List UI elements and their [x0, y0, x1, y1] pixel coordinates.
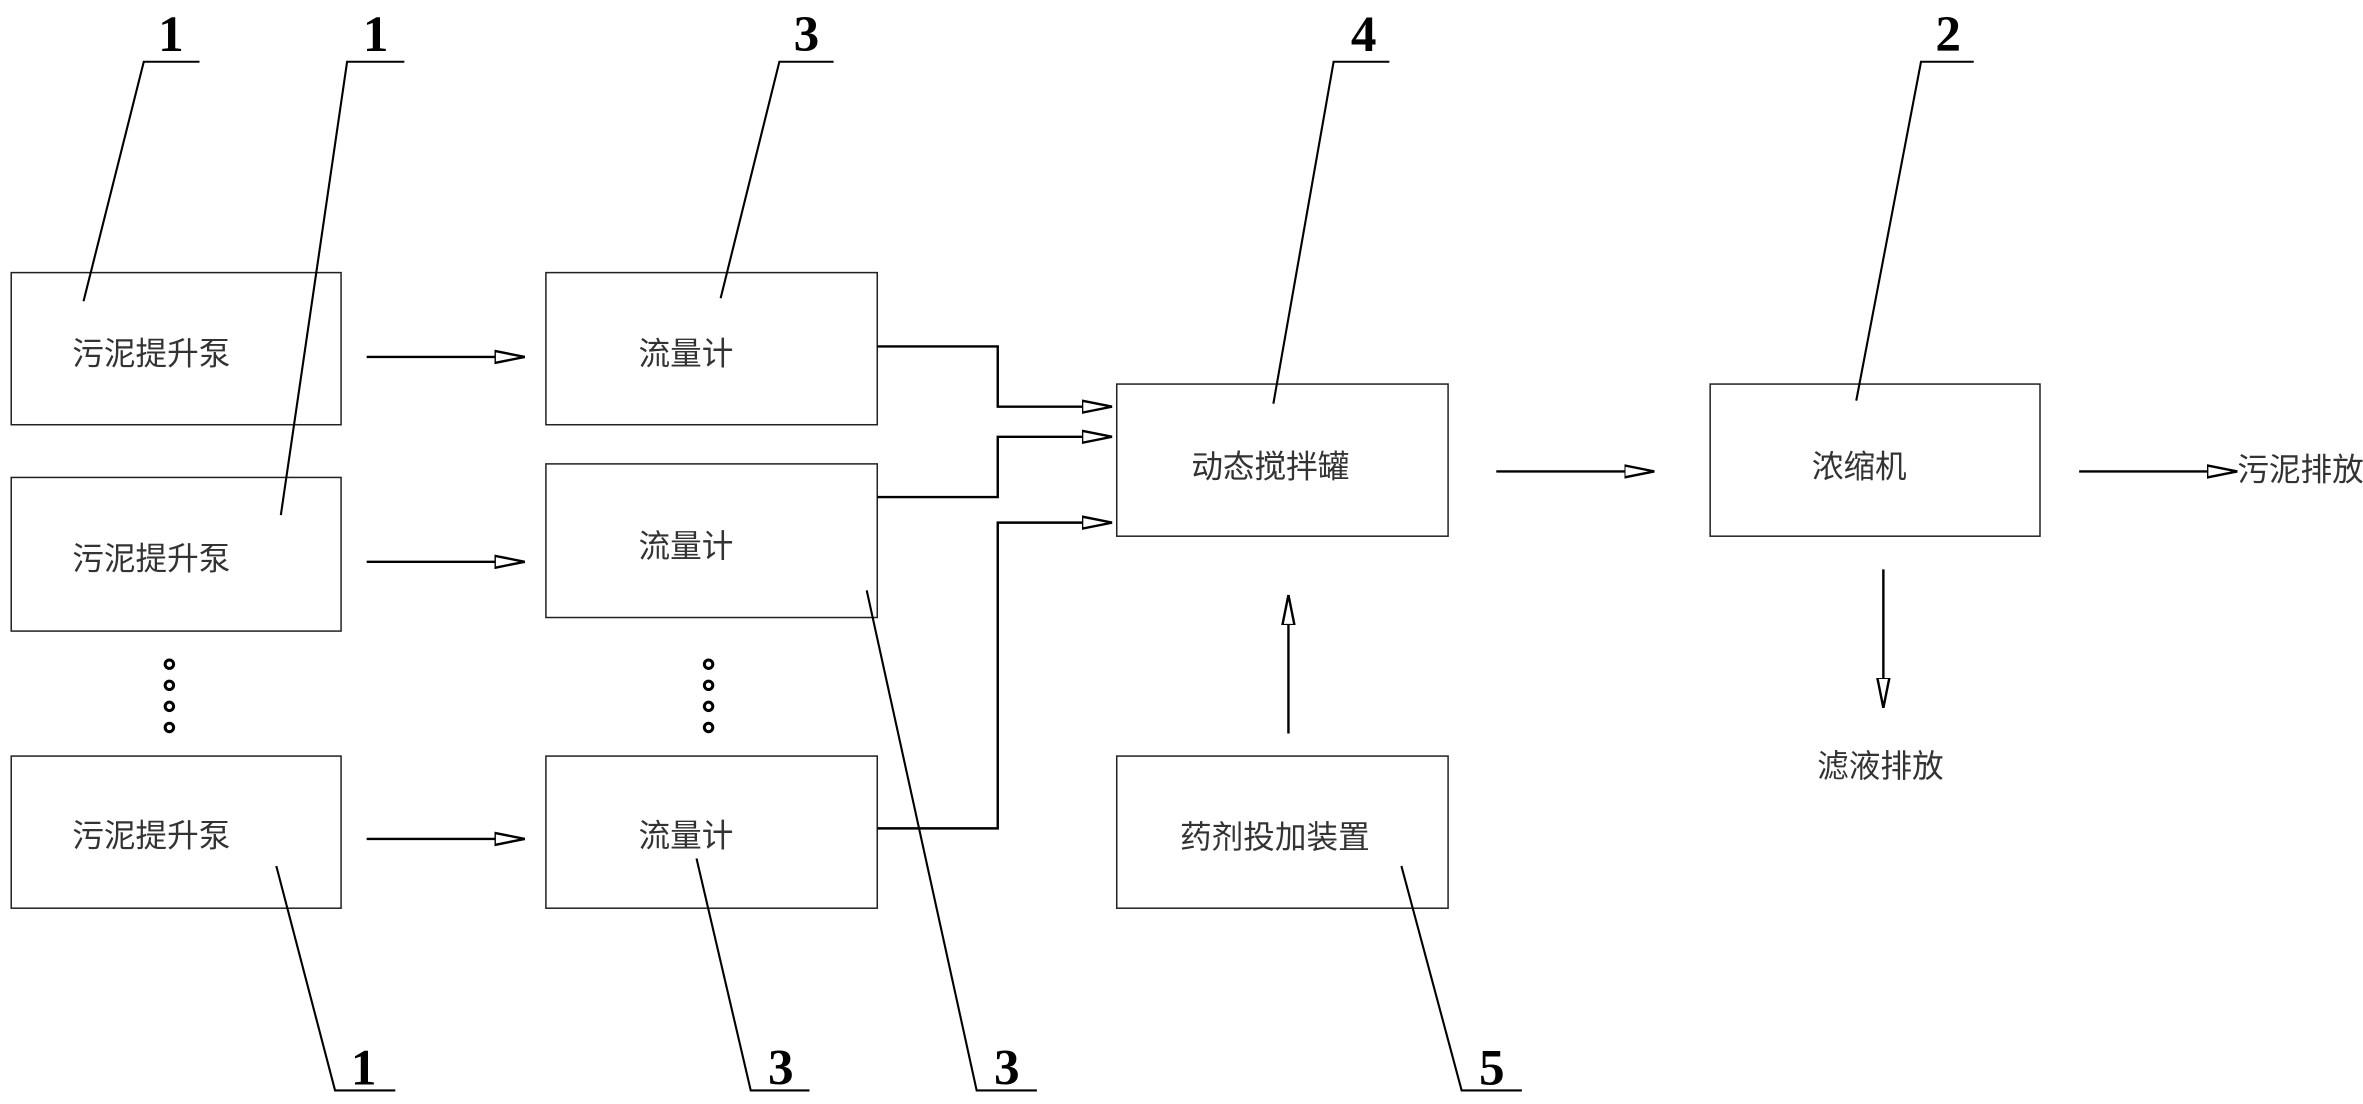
mixer-block: 动态搅拌罐: [1115, 383, 1449, 537]
flowmeter-label: 流量计: [639, 818, 734, 854]
concentrator-block: 浓缩机: [1709, 383, 2041, 537]
ref-numeral: 2: [1935, 6, 1961, 63]
dosing-label: 药剂投加装置: [1180, 820, 1370, 856]
ref-numeral: 3: [768, 1039, 794, 1096]
pump-label: 污泥提升泵: [72, 336, 230, 372]
ref-mixer: 4: [1272, 6, 1390, 404]
flowmeter-ellipsis: [702, 658, 715, 734]
pump-ellipsis: [163, 658, 176, 734]
pump-label: 污泥提升泵: [72, 818, 230, 854]
pump-block-2: 污泥提升泵: [10, 476, 342, 632]
ref-pump-top-2: 1: [279, 6, 405, 516]
ref-concentrator: 2: [1855, 6, 1974, 401]
ref-pump-top-1: 1: [82, 6, 200, 302]
pump-label: 污泥提升泵: [72, 541, 230, 577]
ref-flowmeter-bottom-1: 3: [695, 858, 810, 1096]
ref-numeral: 4: [1351, 6, 1377, 63]
ref-numeral: 3: [794, 6, 820, 63]
flowmeter-block-2: 流量计: [545, 463, 879, 619]
ref-numeral: 1: [158, 6, 184, 63]
flowmeter-block-1: 流量计: [545, 271, 879, 426]
flowmeter-block-n: 流量计: [545, 755, 879, 909]
ref-numeral: 1: [351, 1039, 377, 1096]
mixer-label: 动态搅拌罐: [1191, 449, 1349, 485]
ref-numeral: 1: [363, 6, 389, 63]
pipe-flowmeter2-to-mixer: [877, 437, 1113, 499]
flowmeter-label: 流量计: [639, 336, 734, 372]
pipe-flowmetern-to-mixer: [877, 523, 1113, 830]
pump-block-1: 污泥提升泵: [10, 271, 342, 426]
ref-numeral: 5: [1479, 1039, 1505, 1096]
flowmeter-label: 流量计: [639, 529, 734, 565]
concentrator-label: 浓缩机: [1812, 449, 1907, 485]
ref-pump-bottom: 1: [275, 865, 396, 1096]
sludge-discharge-label: 污泥排放: [2237, 452, 2363, 488]
pump-block-n: 污泥提升泵: [10, 755, 342, 909]
dosing-block: 药剂投加装置: [1115, 755, 1449, 909]
ref-numeral: 3: [994, 1039, 1020, 1096]
ref-flowmeter-top: 3: [719, 6, 834, 299]
ref-dosing: 5: [1400, 865, 1522, 1096]
ref-flowmeter-bottom-2: 3: [865, 590, 1037, 1096]
pipe-flowmeter1-to-mixer: [877, 345, 1113, 406]
filtrate-discharge-label: 滤液排放: [1817, 749, 1943, 785]
